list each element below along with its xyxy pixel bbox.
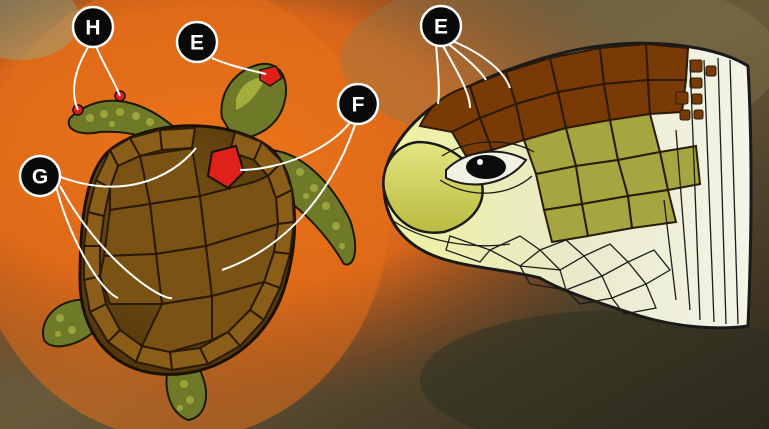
- marker-f-label: F: [352, 94, 365, 117]
- marker-h-label: H: [85, 17, 100, 40]
- marker-e-large-head: E: [421, 6, 461, 46]
- marker-g-label: G: [32, 166, 48, 189]
- marker-h: H: [73, 7, 113, 47]
- marker-f: F: [338, 84, 378, 124]
- marker-e-small-head-label: E: [190, 32, 204, 55]
- marker-e-small-head: E: [177, 22, 217, 62]
- marker-g: G: [20, 156, 60, 196]
- marker-e-large-head-label: E: [434, 16, 448, 39]
